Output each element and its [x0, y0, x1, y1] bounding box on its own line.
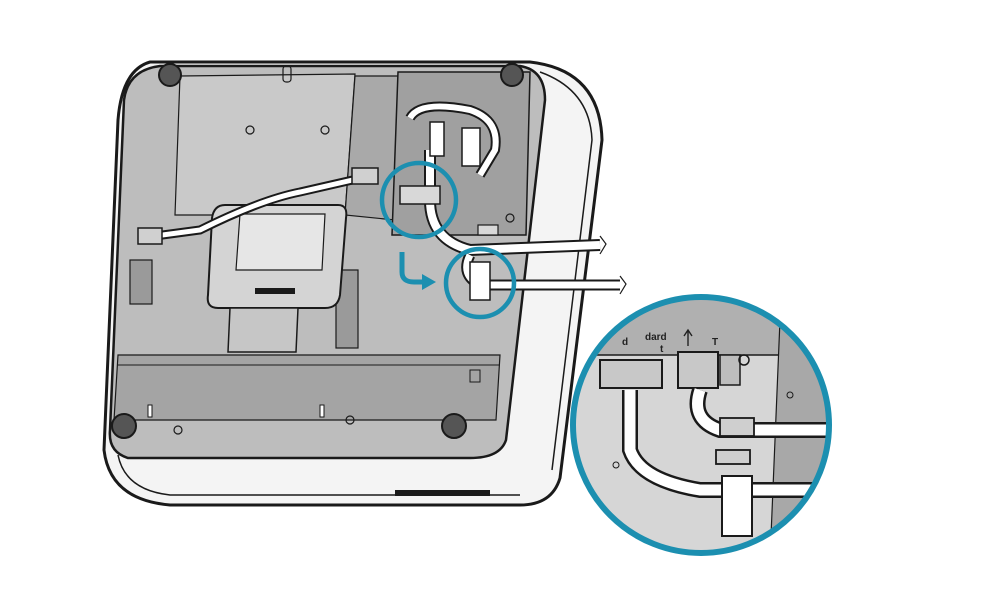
housing-slot	[395, 490, 490, 496]
rubber-foot	[158, 63, 182, 87]
zoom-label-left: d	[622, 337, 628, 348]
rubber-foot	[441, 413, 467, 439]
zoom-label-right: T	[712, 337, 718, 348]
zoom-ring	[570, 294, 832, 556]
zoom-label-mid2: t	[660, 344, 664, 355]
center-module	[206, 204, 348, 353]
callout-ring-clip	[443, 246, 517, 320]
usb-icon	[683, 328, 693, 346]
rubber-foot	[111, 413, 137, 439]
zoom-inset: d dard t T	[570, 294, 832, 556]
zoom-label-mid: dard	[645, 332, 667, 343]
callout-ring-connector	[379, 160, 459, 240]
left-cable	[137, 167, 379, 245]
arrow-curve-icon	[399, 252, 436, 290]
rubber-foot	[500, 63, 524, 87]
